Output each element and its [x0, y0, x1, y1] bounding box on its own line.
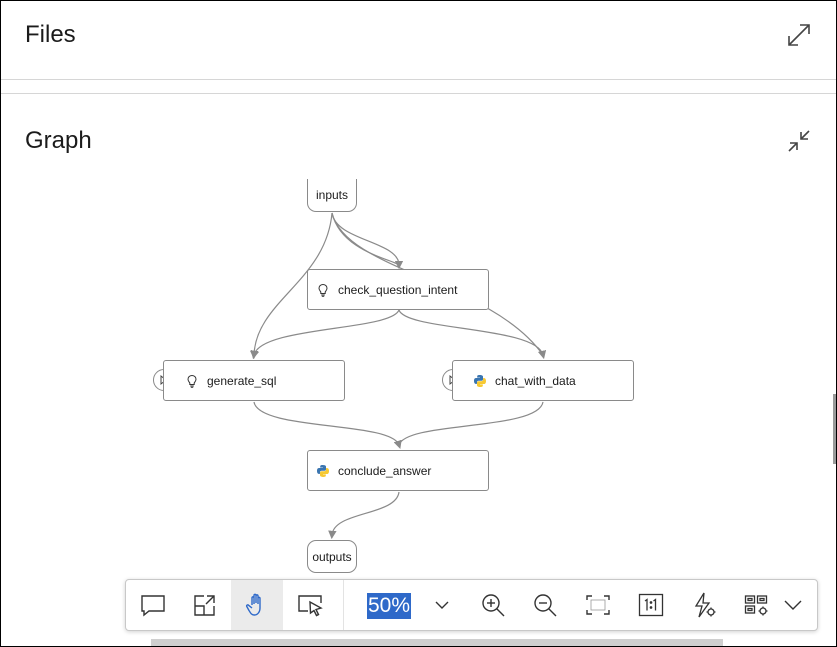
comment-icon — [141, 595, 165, 617]
lightbulb-icon — [185, 374, 199, 388]
zoom-dropdown-chevron-icon — [435, 601, 449, 609]
edge-inputs-check — [331, 212, 404, 270]
graph-section-title: Graph — [25, 127, 92, 154]
node-check-question-intent[interactable]: check_question_intent — [307, 269, 489, 310]
vertical-scrollbar[interactable] — [833, 394, 836, 464]
edge-inputs-generate — [249, 212, 333, 360]
more-chevron-icon — [784, 600, 802, 610]
node-outputs[interactable]: outputs — [307, 540, 357, 573]
pan-button[interactable] — [231, 580, 283, 630]
actual-size-button[interactable] — [625, 580, 677, 630]
node-inputs[interactable]: inputs — [307, 179, 357, 212]
open-external-button[interactable] — [179, 580, 231, 630]
node-generate-sql-label: generate_sql — [207, 373, 277, 388]
zoom-out-icon — [534, 594, 557, 617]
edge-chat-conclude — [398, 401, 544, 446]
divider — [1, 93, 836, 94]
edge-generate-conclude — [253, 401, 402, 449]
graph-canvas[interactable]: inputs check_question_intent ge — [1, 171, 836, 581]
divider — [1, 79, 836, 80]
auto-layout-button[interactable] — [678, 580, 730, 630]
expand-icon[interactable] — [785, 21, 813, 49]
node-inputs-label: inputs — [315, 188, 349, 202]
node-chat-with-data[interactable]: chat_with_data — [452, 360, 634, 401]
zoom-dropdown-button[interactable] — [416, 580, 468, 630]
actual-size-icon — [638, 593, 664, 617]
files-section-title: Files — [25, 21, 76, 48]
fit-to-screen-button[interactable] — [572, 580, 624, 630]
zoom-in-icon — [482, 594, 505, 617]
edge-check-generate — [250, 309, 400, 360]
select-pointer-icon — [298, 595, 323, 617]
layout-settings-button[interactable] — [731, 580, 783, 630]
node-check-question-intent-label: check_question_intent — [338, 282, 458, 297]
graph-toolbar: 50% — [125, 579, 818, 631]
python-icon — [316, 464, 330, 478]
node-conclude-answer[interactable]: conclude_answer — [307, 450, 489, 491]
graph-edges — [249, 212, 547, 540]
collapse-icon[interactable] — [785, 127, 813, 155]
node-outputs-label: outputs — [312, 549, 352, 564]
edge-check-chat — [398, 309, 547, 360]
edge-inputs-check-2 — [331, 212, 400, 266]
python-icon — [473, 374, 487, 388]
zoom-out-button[interactable] — [519, 580, 571, 630]
comment-button[interactable] — [127, 580, 179, 630]
fit-to-screen-icon — [586, 595, 610, 615]
more-button[interactable] — [768, 580, 818, 630]
node-chat-with-data-label: chat_with_data — [495, 373, 576, 388]
zoom-level[interactable]: 50% — [367, 593, 412, 619]
open-external-icon — [194, 595, 215, 616]
edge-conclude-outputs — [328, 491, 400, 540]
hand-pan-icon — [245, 593, 261, 616]
toolbar-separator — [343, 580, 344, 630]
zoom-in-button[interactable] — [467, 580, 519, 630]
node-generate-sql[interactable]: generate_sql — [163, 360, 345, 401]
node-conclude-answer-label: conclude_answer — [338, 463, 432, 478]
select-button[interactable] — [284, 580, 336, 630]
auto-layout-icon — [694, 592, 716, 618]
lightbulb-icon — [316, 283, 330, 297]
horizontal-scrollbar[interactable] — [151, 639, 723, 646]
layout-settings-icon — [744, 595, 768, 616]
